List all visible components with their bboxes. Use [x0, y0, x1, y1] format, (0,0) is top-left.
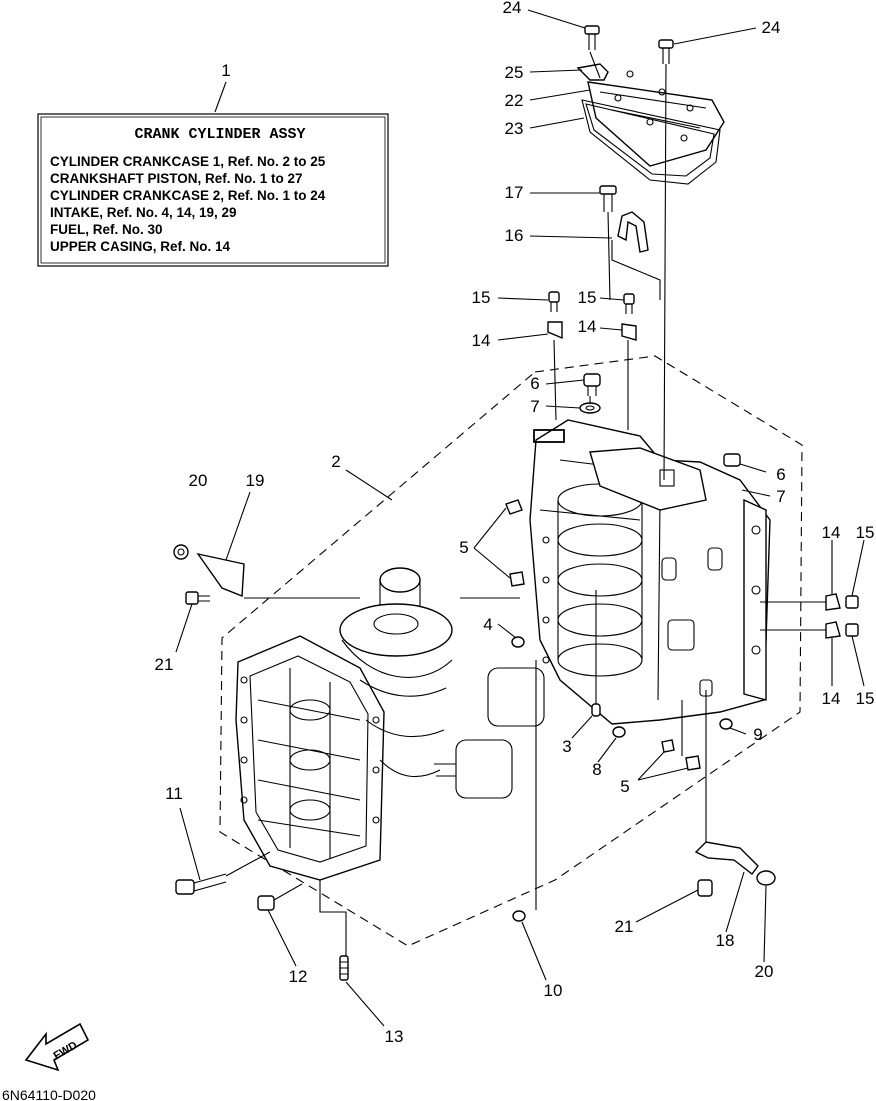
callout-10: 10 [544, 981, 563, 1000]
callout-20-a: 20 [189, 471, 208, 490]
cylinder-crankcase-1 [529, 419, 771, 725]
callout-22: 22 [505, 91, 524, 110]
callout-3: 3 [562, 737, 571, 756]
callout-numbers: 24 24 25 22 23 17 16 15 15 14 14 6 7 6 7… [155, 0, 875, 1046]
right-small-parts [505, 499, 859, 922]
callout-12: 12 [289, 967, 308, 986]
callout-6-b: 6 [776, 465, 785, 484]
callout-21-b: 21 [615, 917, 634, 936]
crankcase-2 [235, 635, 385, 881]
assembly-line-5: FUEL, Ref. No. 30 [50, 222, 163, 237]
callout-21-a: 21 [155, 655, 174, 674]
callout-14-d: 14 [822, 689, 841, 708]
callout-14-b: 14 [578, 317, 597, 336]
callout-14-a: 14 [472, 331, 491, 350]
callout-7-a: 7 [530, 397, 539, 416]
assembly-group-outline [219, 355, 803, 947]
callout-15-b: 15 [578, 288, 597, 307]
callout-24-a: 24 [503, 0, 522, 17]
callout-5-a: 5 [459, 538, 468, 557]
leader-lines [175, 9, 865, 1027]
callout-15-a: 15 [472, 288, 491, 307]
assembly-title: CRANK CYLINDER ASSY [134, 126, 305, 143]
callout-7-b: 7 [776, 487, 785, 506]
callout-17: 17 [505, 183, 524, 202]
crankshaft-phantom [339, 567, 545, 799]
callout-5-b: 5 [620, 777, 629, 796]
callout-14-c: 14 [822, 523, 841, 542]
assembly-line-6: UPPER CASING, Ref. No. 14 [50, 239, 231, 254]
callout-2: 2 [331, 452, 340, 471]
assembly-line-1: CYLINDER CRANKCASE 1, Ref. No. 2 to 25 [50, 154, 326, 169]
callout-13: 13 [385, 1027, 404, 1046]
alignment-lines [225, 51, 826, 956]
drawing-code: 6N64110-D020 [2, 1087, 96, 1101]
callout-8: 8 [592, 760, 601, 779]
left-small-parts [173, 544, 349, 981]
callout-16: 16 [505, 226, 524, 245]
callout-1: 1 [221, 61, 230, 80]
callout-4: 4 [483, 615, 492, 634]
assembly-line-4: INTAKE, Ref. No. 4, 14, 19, 29 [50, 205, 237, 220]
clip-bolt-set-top [547, 291, 637, 341]
clamp-group [599, 185, 649, 253]
callout-25: 25 [505, 63, 524, 82]
fwd-arrow: FWD [24, 1022, 90, 1072]
assembly-reference-box: 1 CRANK CYLINDER ASSY CYLINDER CRANKCASE… [37, 61, 389, 267]
callout-9: 9 [753, 725, 762, 744]
callout-23: 23 [505, 119, 524, 138]
callout-6-a: 6 [530, 374, 539, 393]
assembly-line-3: CYLINDER CRANKCASE 2, Ref. No. 1 to 24 [50, 188, 326, 203]
callout-20-b: 20 [755, 962, 774, 981]
callout-19: 19 [246, 471, 265, 490]
assembly-line-2: CRANKSHAFT PISTON, Ref. No. 1 to 27 [50, 171, 303, 186]
callout-18: 18 [716, 931, 735, 950]
callout-11: 11 [165, 784, 183, 803]
callout-24-b: 24 [762, 18, 781, 37]
exhaust-cover-group [576, 25, 725, 185]
callout-15-d: 15 [856, 689, 875, 708]
callout-15-c: 15 [856, 523, 875, 542]
